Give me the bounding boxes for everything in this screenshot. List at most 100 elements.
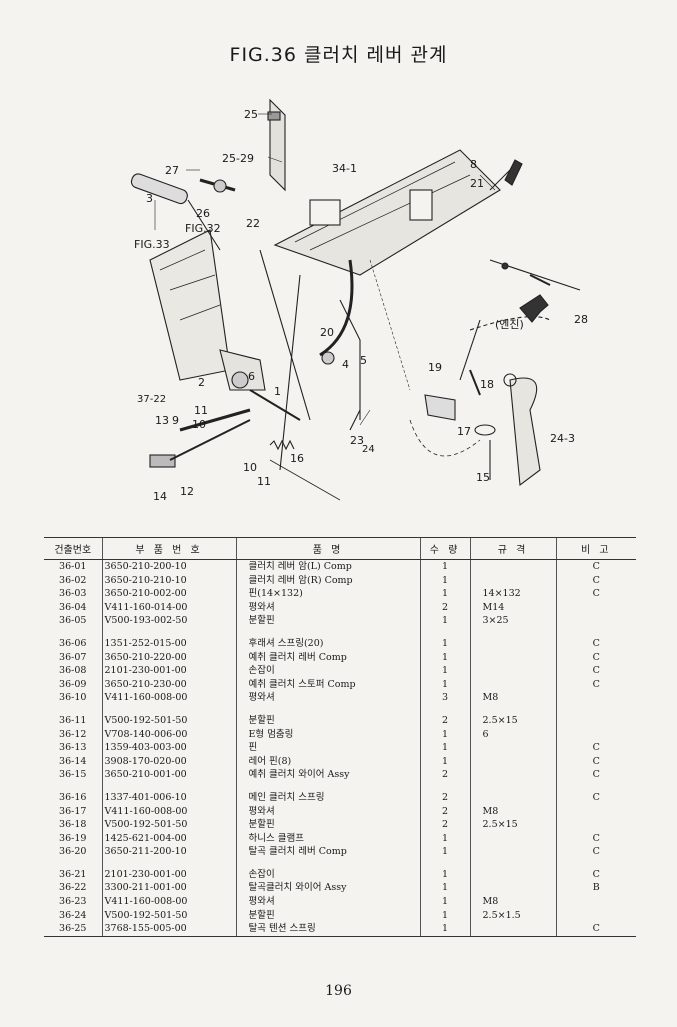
- quantity-cell: 1: [419, 573, 470, 588]
- quantity-cell: 2: [419, 804, 470, 819]
- spacer-cell: [555, 781, 636, 791]
- callout-label: 17: [457, 425, 471, 438]
- part-name-cell: 탈곡 클러치 레버 Comp: [235, 845, 420, 859]
- remarks-cell: [555, 818, 636, 832]
- spec-cell: [469, 636, 556, 651]
- part-no-cell: 3650-210-200-10: [101, 559, 236, 574]
- part-no-cell: V411-160-008-00: [101, 691, 236, 705]
- quantity-cell: 1: [419, 650, 470, 665]
- group-spacer-row: [44, 627, 636, 637]
- spec-cell: [469, 831, 556, 846]
- remarks-cell: [555, 804, 636, 819]
- spacer-cell: [235, 781, 420, 791]
- part-name-cell: 핀: [235, 741, 420, 755]
- group-spacer-row: [44, 781, 636, 791]
- quantity-cell: 1: [419, 908, 470, 923]
- spec-cell: [469, 650, 556, 665]
- ref-no-cell: 36-05: [59, 615, 87, 627]
- part-name-cell: 예취 클러치 와이어 Assy: [235, 768, 420, 782]
- callout-label: 22: [246, 217, 260, 230]
- callout-label: 14: [153, 490, 167, 503]
- part-name-cell: 클러치 레버 암(L) Comp: [235, 559, 420, 574]
- callout-label: 16: [290, 452, 304, 465]
- group-spacer-row: [44, 704, 636, 714]
- part-name-cell: 평와셔: [235, 804, 420, 819]
- remarks-cell: C: [555, 636, 636, 651]
- spacer-cell: [419, 781, 470, 791]
- part-name-cell: 하니스 클램프: [235, 831, 420, 846]
- ref-no-cell: 36-18: [59, 819, 87, 831]
- spec-cell: M8: [469, 804, 556, 819]
- remarks-cell: C: [555, 650, 636, 665]
- callout-label: 2: [198, 376, 205, 389]
- spacer-cell: [469, 627, 556, 637]
- spacer-cell: [419, 858, 470, 868]
- ref-no-cell: 36-24: [59, 909, 87, 921]
- callout-label: 37-22: [137, 394, 166, 405]
- callout-label: 10: [192, 418, 206, 431]
- part-name-cell: 평와셔: [235, 691, 420, 705]
- quantity-cell: 1: [419, 922, 470, 937]
- remarks-cell: C: [555, 845, 636, 859]
- part-no-cell: 3300-211-001-00: [101, 881, 236, 896]
- spacer-cell: [469, 781, 556, 791]
- quantity-cell: 1: [419, 881, 470, 896]
- part-no-cell: 1351-252-015-00: [101, 636, 236, 651]
- spacer-cell: [101, 858, 236, 868]
- ref-no-cell: 36-07: [59, 651, 87, 663]
- quantity-cell: 1: [419, 587, 470, 601]
- spec-cell: 3×25: [469, 614, 556, 628]
- quantity-cell: 1: [419, 895, 470, 909]
- quantity-cell: 1: [419, 727, 470, 742]
- callout-label: FIG.33: [134, 238, 170, 251]
- part-no-cell: V500-192-501-50: [101, 908, 236, 923]
- callout-label: 6: [248, 370, 255, 383]
- part-no-cell: 1359-403-003-00: [101, 741, 236, 755]
- quantity-cell: 1: [419, 664, 470, 678]
- spacer-cell: [235, 627, 420, 637]
- spacer-cell: [419, 627, 470, 637]
- part-no-cell: 3650-210-210-10: [101, 573, 236, 588]
- callout-label: 3: [146, 192, 153, 205]
- quantity-cell: 1: [419, 845, 470, 859]
- spacer-cell: [44, 628, 102, 637]
- quantity-cell: 2: [419, 768, 470, 782]
- spec-cell: [469, 677, 556, 692]
- part-no-cell: 3650-210-220-00: [101, 650, 236, 665]
- callout-label: 26: [196, 207, 210, 220]
- callout-label: 9: [172, 414, 179, 427]
- quantity-cell: 1: [419, 754, 470, 769]
- part-name-cell: 클러치 레버 암(R) Comp: [235, 573, 420, 588]
- part-name-cell: 후래셔 스프링(20): [235, 636, 420, 651]
- remarks-cell: C: [555, 677, 636, 692]
- spec-cell: 6: [469, 727, 556, 742]
- ref-no-cell: 36-16: [59, 791, 87, 803]
- quantity-cell: 1: [419, 741, 470, 755]
- quantity-cell: 3: [419, 691, 470, 705]
- ref-no-cell: 36-20: [59, 846, 87, 858]
- part-name-cell: 탈곡클러치 와이어 Assy: [235, 881, 420, 896]
- remarks-cell: C: [555, 754, 636, 769]
- spacer-cell: [101, 781, 236, 791]
- part-no-cell: 3650-210-002-00: [101, 587, 236, 601]
- column-header-part-no: 부 품 번 호: [101, 537, 236, 560]
- callout-label: 4: [342, 358, 349, 371]
- ref-no-cell: 36-08: [59, 665, 87, 677]
- spacer-cell: [555, 858, 636, 868]
- remarks-cell: C: [555, 790, 636, 805]
- quantity-cell: 1: [419, 677, 470, 692]
- callout-label: 24: [362, 444, 375, 455]
